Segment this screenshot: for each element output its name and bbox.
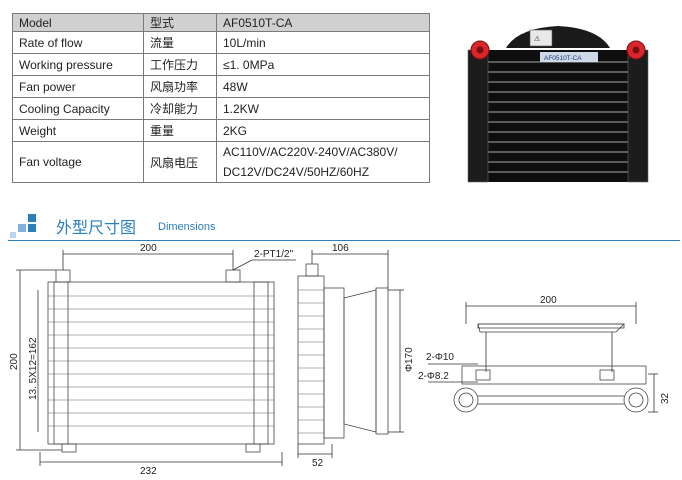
- dim-bottom-width: 200: [540, 295, 557, 306]
- section-squares-icon: [10, 214, 36, 238]
- dimension-drawings: 200 232 200 13. 5X12=162 2-PT1/2": [9, 243, 671, 477]
- spec-header-en: Model: [12, 13, 144, 32]
- spec-row-zh: 工作压力: [143, 53, 217, 76]
- spec-row-en: Weight: [12, 119, 144, 142]
- spec-row-en: Fan power: [12, 75, 144, 98]
- spec-header-model: AF0510T-CA: [216, 13, 430, 32]
- spec-header-row: Model 型式 AF0510T-CA: [12, 13, 430, 32]
- section-divider: [8, 240, 680, 241]
- spec-row-en: Working pressure: [12, 53, 144, 76]
- bottom-view: 200 2-Φ10 2-Φ8.2 32: [418, 295, 671, 413]
- dim-front-pitch: 13. 5X12=162: [28, 337, 39, 400]
- spec-row-zh: 冷却能力: [143, 97, 217, 120]
- fan-voltage-line-1: AC110V/AC220V-240V/AC380V/: [223, 145, 398, 159]
- dim-front-height: 200: [9, 353, 20, 370]
- section-title: 外型尺寸图 Dimensions: [8, 212, 680, 242]
- dim-bottom-height: 32: [660, 392, 671, 404]
- spec-row-fan-voltage: Fan voltage 风扇电压 AC110V/AC220V-240V/AC38…: [12, 141, 430, 183]
- dim-hole-2: 2-Φ8.2: [418, 371, 449, 382]
- fan-voltage-value: AC110V/AC220V-240V/AC380V/ DC12V/DC24V/5…: [216, 141, 430, 183]
- dim-side-depth: 106: [332, 243, 349, 254]
- spec-row: Cooling Capacity 冷却能力 1.2KW: [12, 97, 430, 120]
- svg-text:⚠: ⚠: [534, 35, 541, 43]
- spec-row-zh: 流量: [143, 31, 217, 54]
- fan-voltage-en: Fan voltage: [12, 141, 144, 183]
- fan-voltage-line-2: DC12V/DC24V/50HZ/60HZ: [223, 165, 370, 179]
- spec-row: Working pressure 工作压力 ≤1. 0MPa: [12, 53, 430, 76]
- dim-port: 2-PT1/2": [254, 249, 294, 260]
- spec-header-zh: 型式: [143, 13, 217, 32]
- dim-hole-1: 2-Φ10: [426, 352, 454, 363]
- dim-front-width-top: 200: [140, 243, 157, 254]
- spec-row-value: 2KG: [216, 119, 430, 142]
- spec-row-en: Cooling Capacity: [12, 97, 144, 120]
- product-label: AF0510T-CA: [544, 55, 582, 62]
- section-title-zh: 外型尺寸图: [56, 218, 137, 237]
- spec-row-en: Rate of flow: [12, 31, 144, 54]
- spec-table: Model 型式 AF0510T-CA Rate of flow 流量 10L/…: [12, 13, 430, 183]
- side-view: 106 Φ170 52: [297, 243, 415, 469]
- product-photo: ⚠ AF0510T-CA: [467, 26, 649, 183]
- spec-row: Fan power 风扇功率 48W: [12, 75, 430, 98]
- spec-row-zh: 风扇功率: [143, 75, 217, 98]
- spec-row-value: 48W: [216, 75, 430, 98]
- dim-side-fan-dia: Φ170: [404, 347, 415, 372]
- spec-row: Weight 重量 2KG: [12, 119, 430, 142]
- spec-row: Rate of flow 流量 10L/min: [12, 31, 430, 54]
- spec-row-zh: 重量: [143, 119, 217, 142]
- spec-row-value: 1.2KW: [216, 97, 430, 120]
- dim-front-width-bottom: 232: [140, 466, 157, 477]
- dim-side-bottom: 52: [312, 458, 324, 469]
- spec-row-value: 10L/min: [216, 31, 430, 54]
- fan-voltage-zh: 风扇电压: [143, 141, 217, 183]
- front-view: 200 232 200 13. 5X12=162 2-PT1/2": [9, 243, 296, 477]
- spec-row-value: ≤1. 0MPa: [216, 53, 430, 76]
- section-title-en: Dimensions: [158, 221, 216, 233]
